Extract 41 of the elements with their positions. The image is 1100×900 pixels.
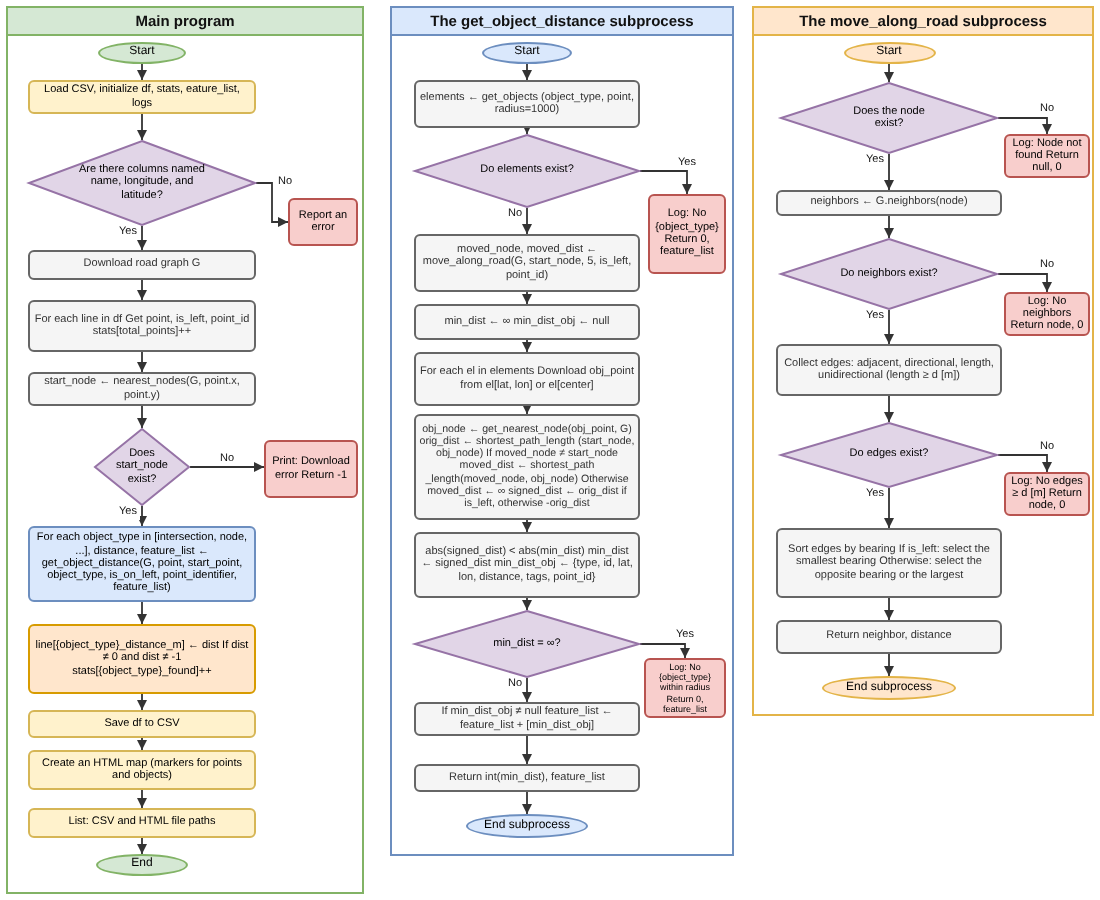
arrow <box>189 462 265 472</box>
panel <box>752 6 1094 716</box>
arrow <box>522 404 532 415</box>
arrow <box>522 735 532 765</box>
arrow <box>137 63 147 81</box>
arrow <box>884 395 894 423</box>
arrow <box>884 653 894 677</box>
arrow <box>884 153 894 191</box>
panel <box>6 6 364 894</box>
arrow <box>137 113 147 141</box>
arrow <box>522 291 532 305</box>
arrow <box>137 505 147 527</box>
arrow <box>522 677 532 703</box>
arrow <box>137 789 147 809</box>
arrow <box>884 309 894 345</box>
panel <box>390 6 734 856</box>
arrow <box>639 643 690 659</box>
arrow <box>522 124 532 135</box>
arrow <box>884 63 894 83</box>
arrow <box>137 351 147 373</box>
arrow <box>137 737 147 751</box>
arrow <box>997 117 1052 135</box>
arrow <box>137 837 147 855</box>
arrow <box>884 597 894 621</box>
arrow <box>884 487 894 529</box>
arrow <box>137 279 147 301</box>
arrow <box>137 601 147 625</box>
arrow <box>137 693 147 711</box>
arrow <box>137 225 147 251</box>
arrow <box>255 182 289 227</box>
arrow <box>522 597 532 611</box>
arrow <box>522 791 532 815</box>
arrow <box>137 405 147 429</box>
arrow <box>522 339 532 353</box>
arrow <box>997 454 1052 473</box>
arrow <box>522 63 532 81</box>
arrow <box>522 519 532 533</box>
arrow <box>639 170 692 195</box>
arrow <box>522 207 532 235</box>
arrow <box>884 215 894 239</box>
arrow <box>997 273 1052 293</box>
